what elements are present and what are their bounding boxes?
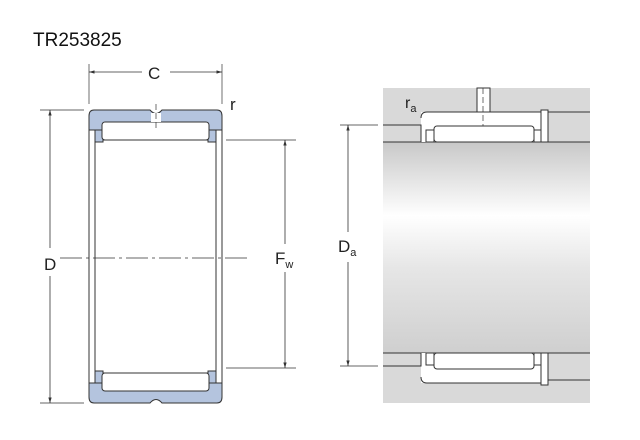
label-d: D xyxy=(44,255,56,274)
label-r: r xyxy=(230,95,236,114)
mounting-arrangement xyxy=(340,87,590,403)
label-da: Da xyxy=(338,237,357,259)
bearing-section xyxy=(40,64,296,404)
product-designation: TR253825 xyxy=(33,30,122,51)
label-ra: ra xyxy=(405,95,417,115)
label-c: C xyxy=(148,64,160,83)
label-fw: Fw xyxy=(275,249,293,271)
